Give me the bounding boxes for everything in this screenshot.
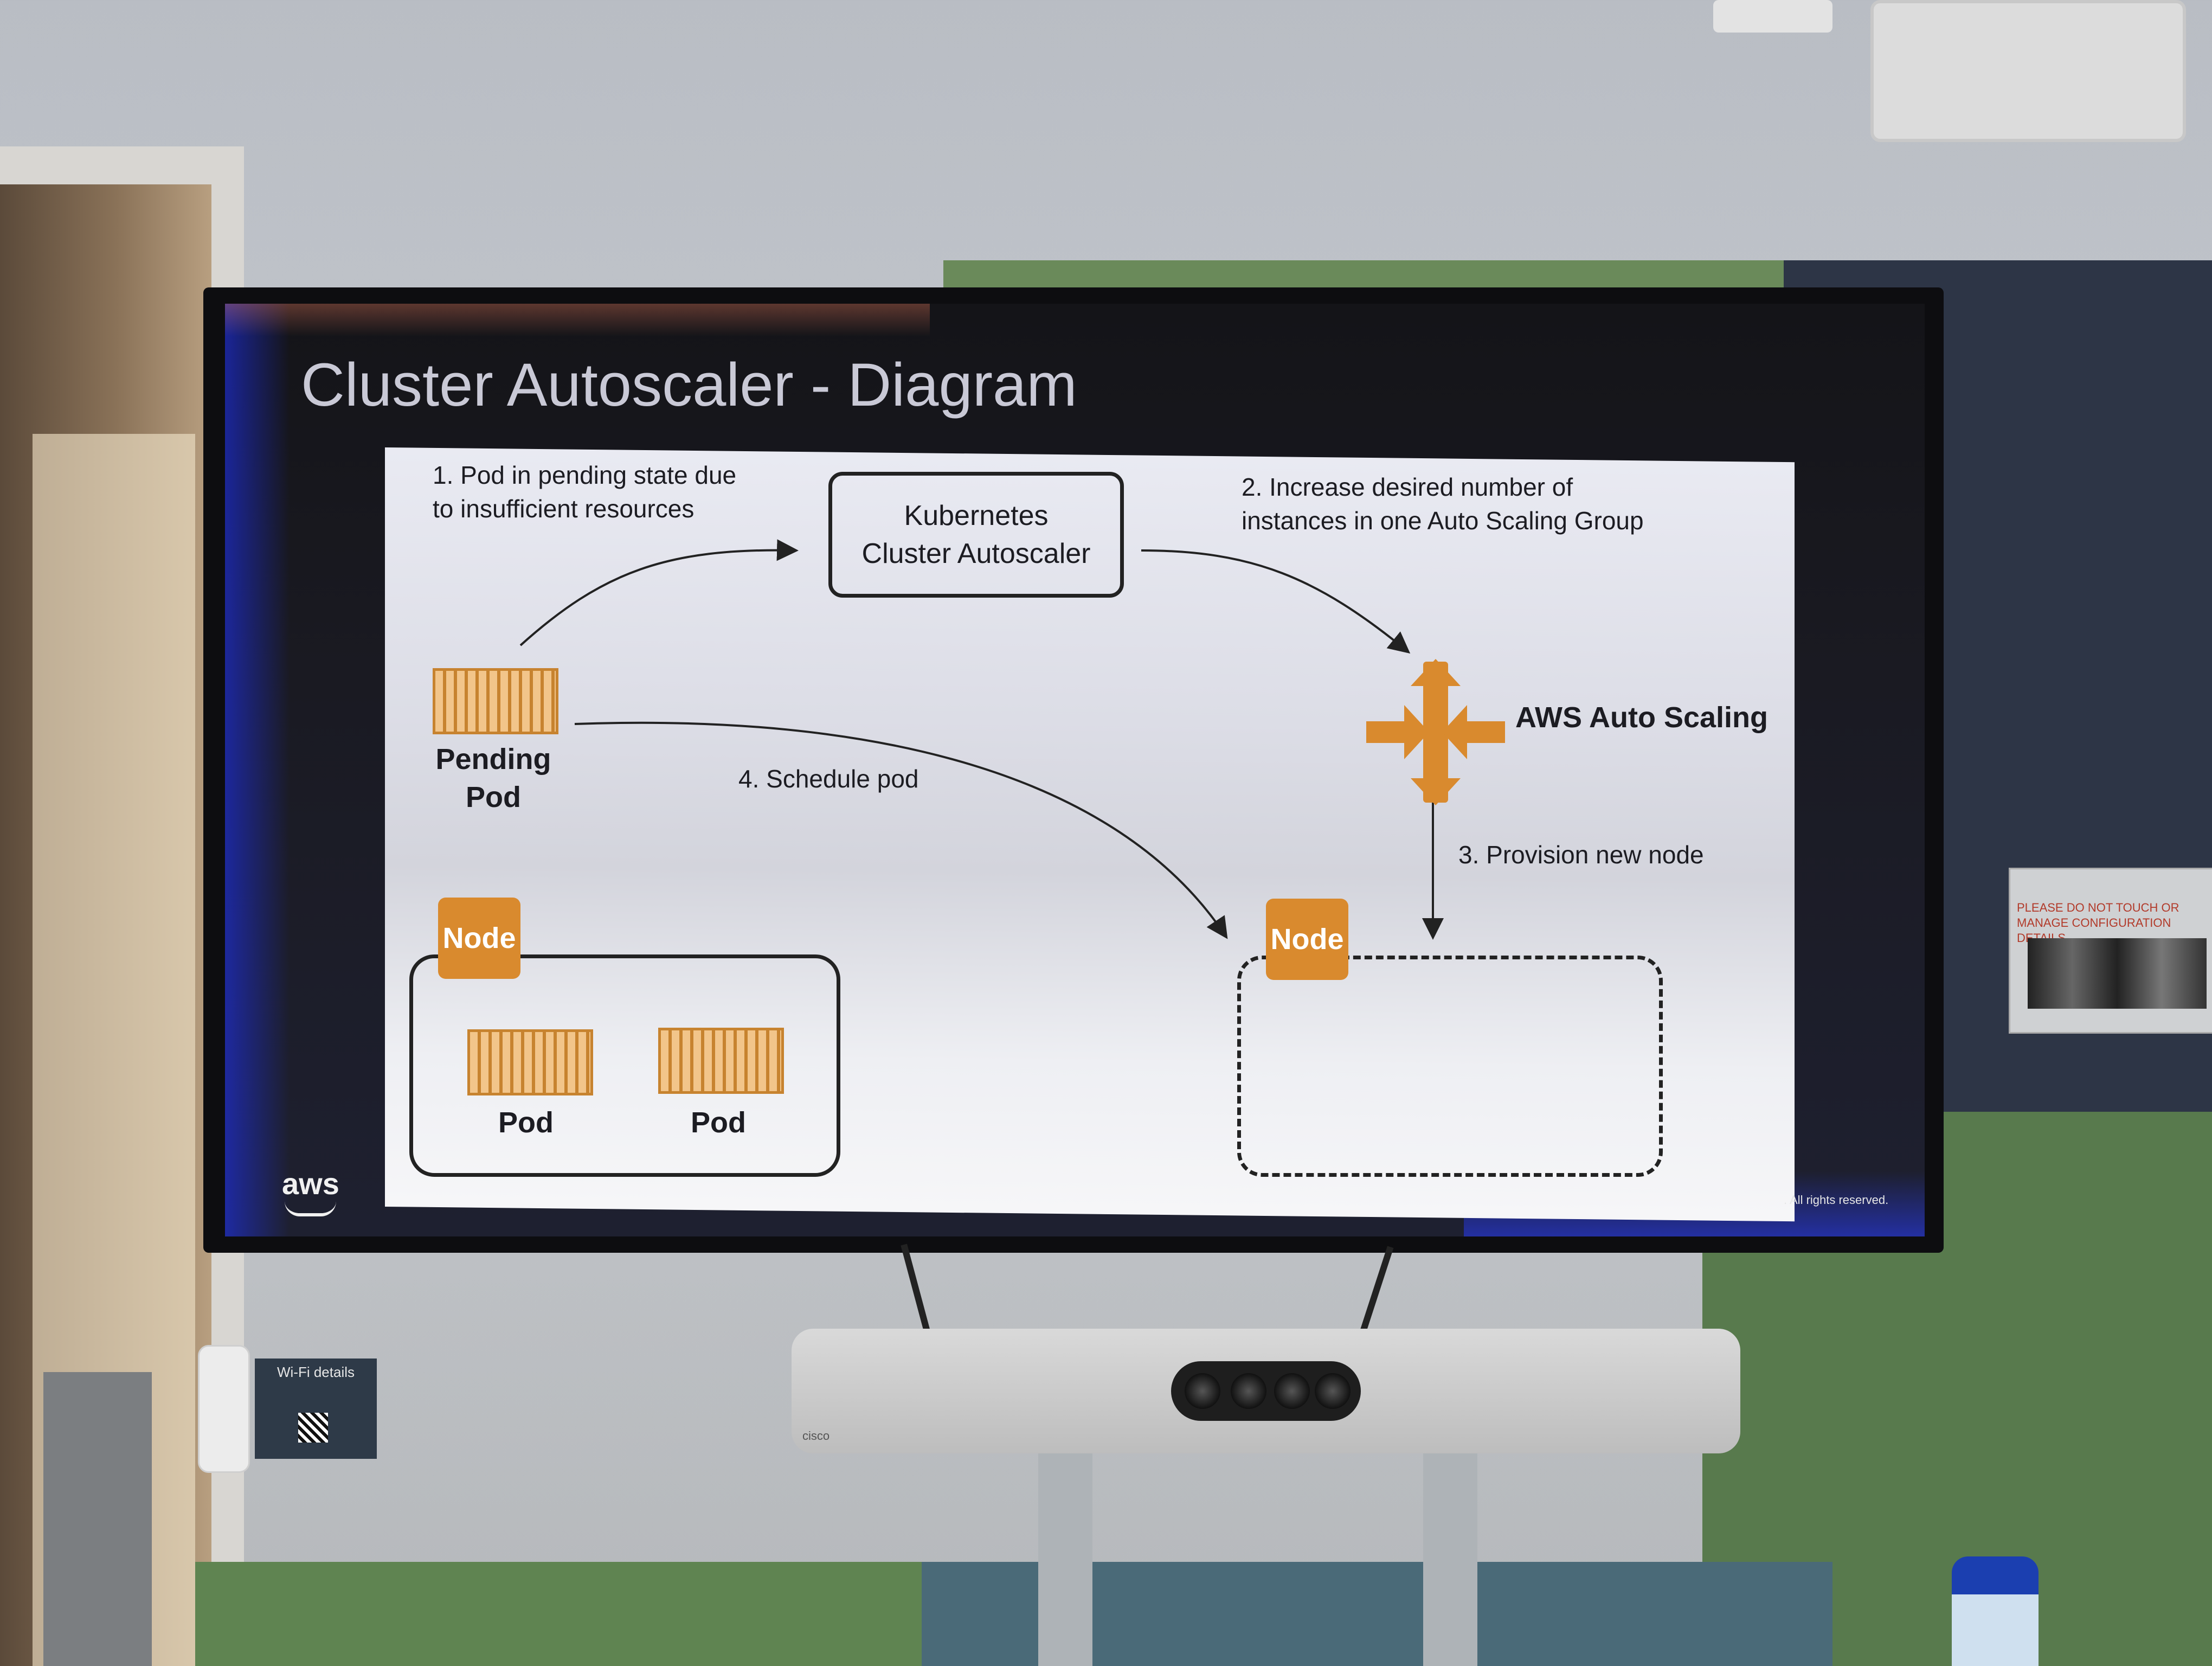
camera-lens-housing bbox=[1171, 1361, 1361, 1421]
stand-pillar-right bbox=[1423, 1453, 1477, 1666]
step2-line2: instances in one Auto Scaling Group bbox=[1242, 507, 1644, 535]
aws-logo: aws bbox=[282, 1167, 339, 1201]
autoscaler-line1: Kubernetes bbox=[904, 500, 1049, 531]
step1-line2: to insufficient resources bbox=[433, 495, 695, 523]
node-badge-right: Node bbox=[1266, 899, 1348, 980]
slide-title: Cluster Autoscaler - Diagram bbox=[301, 351, 1077, 419]
existing-node-box bbox=[409, 954, 840, 1177]
camera-lens-1 bbox=[1185, 1373, 1220, 1409]
diagram-arrows bbox=[519, 539, 1505, 940]
slide-copyright: . All rights reserved. bbox=[1784, 1193, 1889, 1207]
node-badge-left: Node bbox=[438, 898, 520, 979]
pending-pod-line1: Pending bbox=[435, 743, 551, 776]
warning-sticker-image bbox=[2028, 938, 2207, 1009]
acoustic-panel-green-bottom bbox=[195, 1562, 922, 1666]
arrow-autoscaler-to-asg bbox=[1141, 549, 1411, 654]
step1-label: 1. Pod in pending state due to insuffici… bbox=[433, 458, 736, 526]
pod-label-b: Pod bbox=[691, 1106, 746, 1139]
ceiling-sensor bbox=[1713, 0, 1832, 33]
step4-label: 4. Schedule pod bbox=[738, 765, 919, 793]
metal-bin bbox=[43, 1372, 152, 1666]
ac-remote bbox=[198, 1345, 250, 1473]
wifi-details-card: Wi-Fi details bbox=[255, 1359, 377, 1459]
screen-glow-left bbox=[225, 304, 290, 1236]
step3-label: 3. Provision new node bbox=[1458, 841, 1704, 869]
camera-lens-3 bbox=[1274, 1373, 1310, 1409]
pending-pod-label: Pending Pod bbox=[412, 740, 575, 816]
warning-sticker-text: PLEASE DO NOT TOUCH OR MANAGE CONFIGURAT… bbox=[2017, 901, 2179, 945]
stand-pillar-left bbox=[1038, 1453, 1092, 1666]
pod-icon-a bbox=[467, 1029, 593, 1095]
step1-line1: 1. Pod in pending state due bbox=[433, 461, 737, 489]
kubernetes-cluster-autoscaler-box: Kubernetes Cluster Autoscaler bbox=[828, 472, 1124, 598]
ceiling-speaker bbox=[1870, 0, 2186, 142]
water-bottle bbox=[1952, 1556, 2039, 1666]
aws-auto-scaling-label: AWS Auto Scaling bbox=[1515, 701, 1769, 734]
pending-pod-line2: Pod bbox=[466, 781, 521, 813]
cisco-logo: cisco bbox=[802, 1429, 830, 1443]
pod-icon-b bbox=[658, 1028, 784, 1094]
pending-pod-icon bbox=[433, 668, 558, 734]
wifi-card-title: Wi-Fi details bbox=[276, 1364, 355, 1380]
step2-line1: 2. Increase desired number of bbox=[1242, 473, 1573, 501]
screen-glow-top bbox=[225, 304, 930, 336]
arrow-schedule-pod bbox=[574, 721, 1228, 939]
new-node-dashed-box bbox=[1237, 956, 1663, 1177]
camera-lens-2 bbox=[1231, 1373, 1266, 1409]
camera-lens-4 bbox=[1315, 1373, 1351, 1409]
autoscaler-line2: Cluster Autoscaler bbox=[861, 538, 1091, 569]
arrow-pod-to-autoscaler bbox=[519, 539, 799, 646]
aws-logo-smile bbox=[285, 1201, 336, 1216]
wifi-qr-code bbox=[298, 1413, 328, 1443]
step2-label: 2. Increase desired number of instances … bbox=[1242, 470, 1644, 537]
aws-auto-scaling-icon bbox=[1366, 659, 1505, 805]
pod-label-a: Pod bbox=[498, 1106, 554, 1139]
